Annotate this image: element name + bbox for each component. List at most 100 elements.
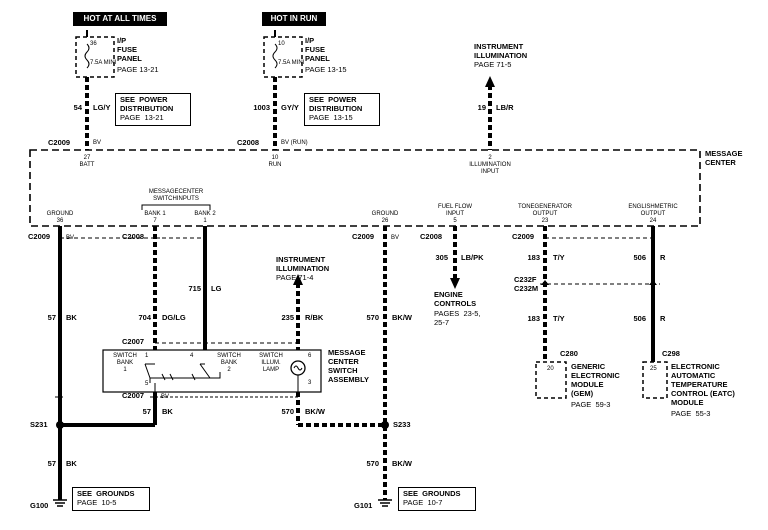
- conn-c2008-mid: C2008: [122, 232, 145, 241]
- switch-inputs-l2: SWITCHINPUTS: [153, 196, 199, 202]
- wire-57a-num: 57: [47, 313, 56, 322]
- switch-pin-1: 1: [145, 353, 149, 359]
- wire-1003-color: GY/Y: [281, 103, 299, 112]
- pin-7-name: BANK 1: [144, 211, 166, 217]
- pin-26-num: 26: [381, 218, 389, 224]
- see-grounds-left-box: SEE GROUNDS PAGE 10-5: [72, 487, 150, 511]
- ground-g101: G101: [354, 501, 373, 510]
- fuse-panel-mid-1: I/P: [305, 36, 315, 45]
- illum-mid-line1: INSTRUMENT: [276, 255, 326, 264]
- pin-27-num: 27: [83, 155, 91, 161]
- switch-assembly-box: [102, 349, 322, 393]
- switch-inputs-l1: MESSAGECENTER: [148, 189, 204, 195]
- fuse-page-left: PAGE 13-21: [117, 65, 159, 74]
- see-power-mid-box: SEE POWER DISTRIBUTION PAGE 13-15: [304, 93, 380, 126]
- wire-570c-color: BK/W: [392, 459, 412, 468]
- eatc-l3: TEMPERATURE: [671, 380, 728, 389]
- gem-pin: 20: [547, 366, 554, 372]
- pin-2-name: ILLUMINATION: [469, 162, 511, 168]
- pin-5-num: 5: [453, 218, 457, 224]
- pin-24-name: ENGLISHMETRIC: [628, 204, 678, 210]
- illum-top-page: PAGE 71-5: [474, 60, 512, 69]
- splice-s231: S231: [30, 420, 48, 429]
- conn-c2009-mid-sig: BV: [391, 235, 400, 241]
- eatc-l2: AUTOMATIC: [671, 371, 716, 380]
- fuse-page-mid: PAGE 13-15: [305, 65, 347, 74]
- wire-57c-num: 57: [47, 459, 56, 468]
- conn-top-mid-id: C2008: [237, 138, 260, 147]
- pin-7-num: 7: [153, 218, 157, 224]
- arrow-up-illum-mid: [293, 274, 303, 285]
- wire-235-color: R/BK: [305, 313, 324, 322]
- gem-box: [535, 361, 567, 399]
- conn-c2009-right: C2009: [512, 232, 535, 241]
- arrow-up-illum-top: [485, 76, 495, 87]
- switch-assy-name-2: CENTER: [328, 357, 359, 366]
- conn-c2008-right: C2008: [420, 232, 443, 241]
- switch-pin-4: 4: [190, 353, 194, 359]
- pin-5-name2: INPUT: [446, 211, 464, 217]
- conn-c232f: C232F: [514, 275, 537, 284]
- pin-36-name: GROUND: [46, 211, 74, 217]
- message-center-label-1: MESSAGE: [705, 149, 743, 158]
- illum-mid-line2: ILLUMINATION: [276, 264, 330, 273]
- fuse-symbol-mid: [272, 43, 278, 69]
- switch-bank2-l2: BANK: [220, 360, 238, 366]
- engine-l4: 25-7: [434, 318, 450, 327]
- wire-570a-color: BK/W: [392, 313, 412, 322]
- eatc-l1: ELECTRONIC: [671, 362, 720, 371]
- message-center-box: [29, 149, 701, 227]
- switch-assy-name-4: ASSEMBLY: [328, 375, 369, 384]
- eatc-l5: MODULE: [671, 398, 704, 407]
- eatc-box: [642, 361, 668, 399]
- switch-pin-5: 5: [145, 381, 149, 387]
- switch-bank1-l1: SWITCH: [113, 353, 137, 359]
- splice-s233-dot: [381, 421, 389, 429]
- fuse-box-mid: [263, 36, 303, 78]
- pin-2-name2: INPUT: [481, 169, 499, 175]
- wire-704-num: 704: [138, 313, 151, 322]
- conn-top-left-id: C2009: [48, 138, 71, 147]
- eatc-l4: CONTROL (EATC): [671, 389, 735, 398]
- pin-1-num: 1: [203, 218, 207, 224]
- fuse-left-num: 36: [90, 41, 97, 47]
- wire-506a-color: R: [660, 253, 666, 262]
- illum-mid-page: PAGE 71-4: [276, 273, 314, 282]
- wire-506a-num: 506: [633, 253, 646, 262]
- wire-183a-color: T/Y: [553, 253, 565, 262]
- wire-183a-num: 183: [527, 253, 540, 262]
- switch-lamp-l2: ILLUM.: [261, 360, 281, 366]
- pin-23-name: TONEGENERATOR: [517, 204, 572, 210]
- eatc-pin: 25: [650, 366, 657, 372]
- gem-l1: GENERIC: [571, 362, 606, 371]
- gem-l3: MODULE: [571, 380, 604, 389]
- pin-10-name: RUN: [268, 162, 282, 168]
- fuse-panel-mid-2: FUSE: [305, 45, 326, 54]
- wire-570c-num: 570: [366, 459, 379, 468]
- wire-183b-color: T/Y: [553, 314, 565, 323]
- wire-57c-color: BK: [66, 459, 77, 468]
- wire-19-color: LB/R: [496, 103, 514, 112]
- pin-26-name: GROUND: [371, 211, 399, 217]
- wire-57b-num: 57: [142, 407, 151, 416]
- fuse-panel-left-1: I/P: [117, 36, 127, 45]
- pin-36-num: 36: [56, 218, 64, 224]
- see-grounds-right-box: SEE GROUNDS PAGE 10-7: [398, 487, 476, 511]
- engine-l2: CONTROLS: [434, 299, 477, 308]
- switch-bank1-l2: BANK: [116, 360, 134, 366]
- wire-305-num: 305: [435, 253, 448, 262]
- wire-54-color: LG/Y: [93, 103, 111, 112]
- ground-g100: G100: [30, 501, 49, 510]
- pin-2-num: 2: [488, 155, 492, 161]
- switch-assy-name-3: SWITCH: [328, 366, 358, 375]
- wire-506b-color: R: [660, 314, 666, 323]
- see-power-left-box: SEE POWER DISTRIBUTION PAGE 13-21: [115, 93, 191, 126]
- arrow-down-engine: [450, 278, 460, 289]
- fuse-box-left: [75, 36, 115, 78]
- pin-23-num: 23: [541, 218, 549, 224]
- wire-305-color: LB/PK: [461, 253, 484, 262]
- pin-24-name2: OUTPUT: [640, 211, 666, 217]
- wire-54-num: 54: [73, 103, 82, 112]
